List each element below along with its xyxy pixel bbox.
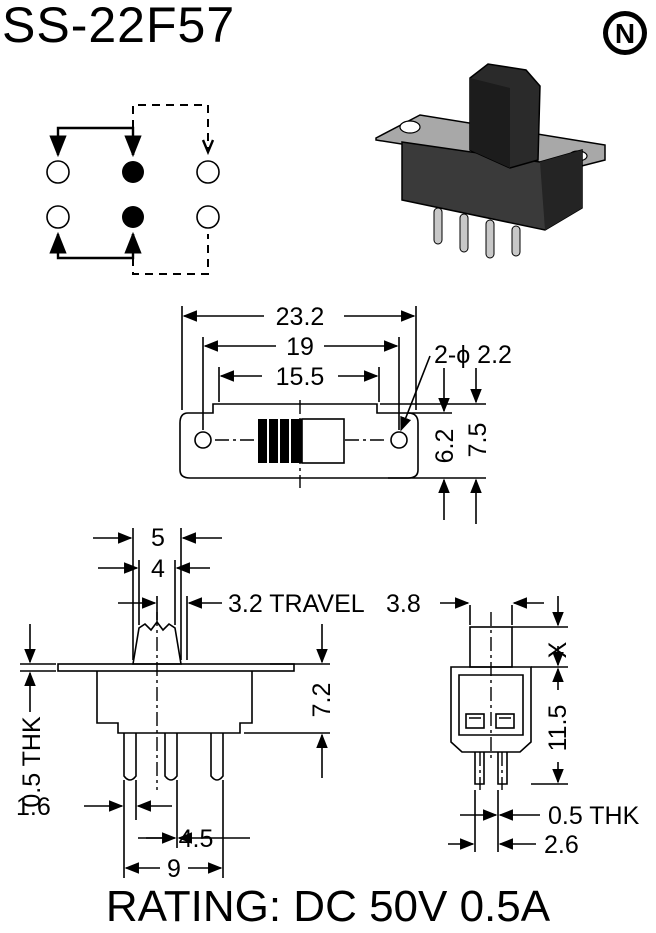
terminal-open — [46, 205, 70, 229]
dim-body-width: 15.5 — [276, 363, 325, 391]
dim-pin-thickness: 0.5 THK — [548, 802, 640, 830]
hole-spec-label: 2-ϕ 2.2 — [434, 341, 512, 369]
dim-pin-span: 9 — [167, 855, 181, 883]
part-number-title: SS-22F57 — [2, 0, 236, 53]
dim-frame-thickness: 0.5 THK — [18, 716, 46, 808]
housing-side — [96, 671, 253, 734]
rating-label: RATING: DC 50V 0.5A — [105, 882, 551, 931]
dim-pin-spacing: 2.6 — [544, 831, 579, 859]
dim-overall-width: 23.2 — [276, 303, 325, 331]
side-view: 5 4 3.2 TRAVEL 7.2 0.5 THK — [16, 524, 365, 883]
dim-overall-height: 7.5 — [464, 423, 492, 458]
dim-end-actuator: 3.8 — [386, 590, 421, 618]
circuit-schematic — [46, 104, 220, 275]
solid-connection — [49, 231, 135, 260]
dim-actuator-height: X — [544, 641, 572, 658]
dim-actuator-tip: 4 — [151, 555, 165, 583]
terminal-open — [196, 160, 220, 184]
dim-pin-pitch: 4.5 — [179, 825, 214, 853]
solid-connection — [49, 126, 135, 158]
dim-body-height: 6.2 — [431, 429, 459, 464]
travel-label: 3.2 TRAVEL — [228, 590, 365, 618]
top-view: 23.2 19 15.5 2-ϕ 2.2 6.2 7.5 — [179, 303, 512, 524]
mount-hole — [194, 431, 212, 449]
terminal-open — [46, 160, 70, 184]
dim-side-height: 7.2 — [308, 683, 336, 718]
dim-hole-pitch: 19 — [286, 333, 314, 361]
terminal-common — [122, 206, 144, 228]
dim-pin-width: 1.6 — [16, 793, 51, 821]
frame-plate — [57, 663, 295, 672]
terminal-open — [196, 205, 220, 229]
pins-side — [123, 733, 224, 781]
mount-hole — [390, 431, 408, 449]
dim-end-height: 11.5 — [544, 705, 572, 752]
actuator-side — [132, 620, 182, 665]
terminal-common — [122, 161, 144, 183]
logo-letter: N — [615, 18, 635, 49]
brand-logo-icon: N — [603, 11, 647, 55]
product-photo — [375, 63, 606, 259]
end-view: 3.8 X 11.5 0.5 THK 2.6 — [386, 590, 640, 859]
dim-actuator-width: 5 — [151, 524, 165, 552]
dashed-connection — [132, 104, 209, 150]
dashed-connection — [132, 234, 209, 275]
